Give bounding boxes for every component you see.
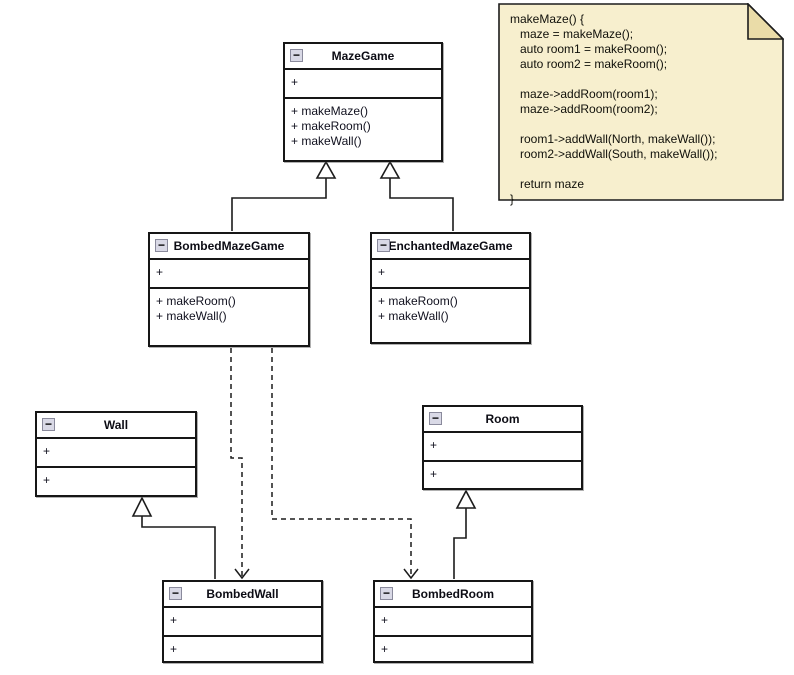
class-header: − BombedMazeGame <box>150 234 308 258</box>
note-paper <box>498 3 784 201</box>
attribute-row: + <box>381 613 389 627</box>
collapse-icon[interactable]: − <box>429 412 442 425</box>
class-methods: + <box>37 466 195 495</box>
note-code-line <box>510 117 718 132</box>
class-methods: + makeRoom() + makeWall() <box>150 287 308 345</box>
attribute-row: + <box>291 75 299 89</box>
code-note[interactable]: makeMaze() { maze = makeMaze(); auto roo… <box>498 3 784 206</box>
note-fold-corner <box>747 3 784 40</box>
generalization-bombedwall-wall[interactable] <box>131 496 216 579</box>
class-header: − BombedWall <box>164 582 321 606</box>
class-attributes: + <box>150 258 308 287</box>
class-attributes: + <box>424 431 581 460</box>
method-row: + makeWall() <box>156 309 227 323</box>
note-code: makeMaze() { maze = makeMaze(); auto roo… <box>510 12 718 207</box>
attribute-row: + <box>378 265 386 279</box>
generalization-bombedmazegame-mazegame[interactable] <box>231 160 337 231</box>
method-row: + makeRoom() <box>156 294 236 308</box>
class-title: Wall <box>103 418 129 432</box>
class-title: MazeGame <box>331 49 395 63</box>
class-attributes: + <box>164 606 321 635</box>
class-title: Room <box>485 412 520 426</box>
attribute-row: + <box>43 444 51 458</box>
note-code-line: return maze <box>510 177 585 191</box>
collapse-icon[interactable]: − <box>42 418 55 431</box>
class-room[interactable]: − Room + + <box>422 405 583 490</box>
method-row: + <box>381 642 389 656</box>
method-row: + makeWall() <box>378 309 449 323</box>
method-row: + makeWall() <box>291 134 362 148</box>
class-header: − Wall <box>37 413 195 437</box>
class-wall[interactable]: − Wall + + <box>35 411 197 497</box>
method-row: + <box>170 642 178 656</box>
attribute-row: + <box>170 613 178 627</box>
note-shape <box>498 3 784 201</box>
method-row: + <box>430 467 438 481</box>
class-header: − EnchantedMazeGame <box>372 234 529 258</box>
note-code-line <box>510 162 718 177</box>
class-attributes: + <box>285 68 441 97</box>
dependency-bombedmazegame-bombedwall[interactable] <box>230 348 250 580</box>
class-title: BombedWall <box>206 587 279 601</box>
note-code-line: maze = makeMaze(); <box>510 27 634 41</box>
collapse-icon[interactable]: − <box>377 239 390 252</box>
class-header: − MazeGame <box>285 44 441 68</box>
class-bombedroom[interactable]: − BombedRoom + + <box>373 580 533 663</box>
class-header: − BombedRoom <box>375 582 531 606</box>
class-methods: + <box>375 635 531 661</box>
note-code-line: maze->addRoom(room2); <box>510 102 658 116</box>
method-row: + <box>43 473 51 487</box>
note-code-line: makeMaze() { <box>510 12 585 26</box>
class-methods: + makeRoom() + makeWall() <box>372 287 529 342</box>
dependency-bombedmazegame-bombedroom[interactable] <box>271 348 419 580</box>
class-title: BombedMazeGame <box>173 239 285 253</box>
class-bombedmazegame[interactable]: − BombedMazeGame + + makeRoom() + makeWa… <box>148 232 310 347</box>
generalization-bombedroom-room[interactable] <box>453 489 477 579</box>
collapse-icon[interactable]: − <box>380 587 393 600</box>
class-mazegame[interactable]: − MazeGame + + makeMaze() + makeRoom() +… <box>283 42 443 162</box>
method-row: + makeMaze() <box>291 104 369 118</box>
class-title: BombedRoom <box>412 587 494 601</box>
method-row: + makeRoom() <box>378 294 458 308</box>
class-enchantedmazegame[interactable]: − EnchantedMazeGame + + makeRoom() + mak… <box>370 232 531 344</box>
class-title: EnchantedMazeGame <box>388 239 513 253</box>
note-code-line: } <box>510 192 515 206</box>
attribute-row: + <box>156 265 164 279</box>
class-attributes: + <box>372 258 529 287</box>
note-code-line: room2->addWall(South, makeWall()); <box>510 147 718 161</box>
method-row: + makeRoom() <box>291 119 371 133</box>
class-bombedwall[interactable]: − BombedWall + + <box>162 580 323 663</box>
class-header: − Room <box>424 407 581 431</box>
collapse-icon[interactable]: − <box>290 49 303 62</box>
class-methods: + makeMaze() + makeRoom() + makeWall() <box>285 97 441 160</box>
note-code-line <box>510 72 718 87</box>
class-methods: + <box>164 635 321 661</box>
note-code-line: auto room2 = makeRoom(); <box>510 57 668 71</box>
class-attributes: + <box>375 606 531 635</box>
note-code-line: maze->addRoom(room1); <box>510 87 658 101</box>
attribute-row: + <box>430 438 438 452</box>
note-code-line: room1->addWall(North, makeWall()); <box>510 132 716 146</box>
collapse-icon[interactable]: − <box>155 239 168 252</box>
note-code-line: auto room1 = makeRoom(); <box>510 42 668 56</box>
generalization-enchantedmazegame-mazegame[interactable] <box>379 160 454 231</box>
class-attributes: + <box>37 437 195 466</box>
class-methods: + <box>424 460 581 488</box>
collapse-icon[interactable]: − <box>169 587 182 600</box>
